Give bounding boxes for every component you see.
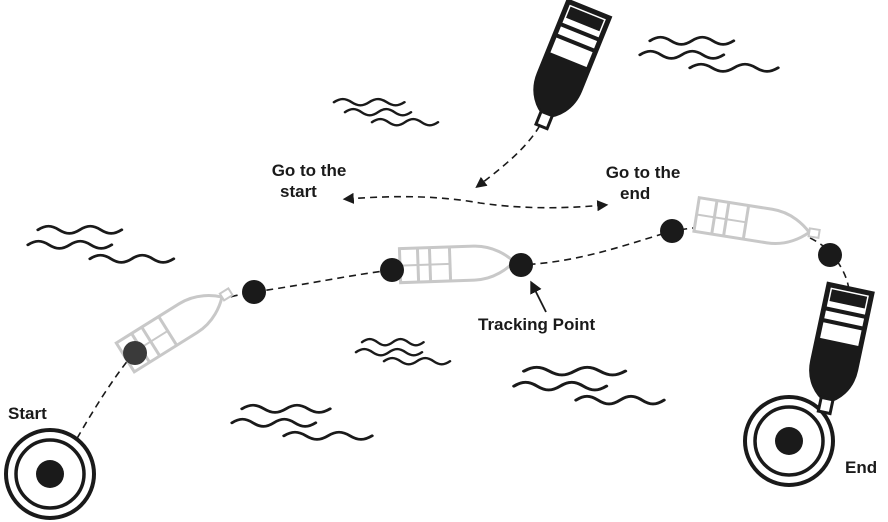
tracking-point-arrow <box>532 284 546 312</box>
boat-to-route-line <box>478 115 545 186</box>
tracking-point-dot <box>509 253 533 277</box>
ghost-boat-icon <box>399 244 524 282</box>
wave-icon-group-top-center <box>334 99 438 125</box>
wave-icon-group-left <box>28 226 174 262</box>
go-to-start-label: Go to the start <box>254 160 364 202</box>
wave-icon-group-top-right <box>640 37 778 71</box>
waypoint <box>123 341 147 365</box>
tracking-point-label: Tracking Point <box>478 314 595 335</box>
go-to-end-line-1: Go to the <box>588 162 698 183</box>
waypoint <box>380 258 404 282</box>
start-label: Start <box>8 403 47 424</box>
go-to-start-line-1: Go to the <box>254 160 364 181</box>
ghost-boat-icon <box>694 198 822 251</box>
go-to-end-line-2: end <box>588 183 698 204</box>
end-label: End <box>845 457 877 478</box>
waypoint <box>818 243 842 267</box>
waypoint <box>242 280 266 304</box>
wave-icon-group-lower-right <box>514 367 664 404</box>
boat-icon <box>521 1 609 134</box>
wave-icon-group-center <box>356 339 450 364</box>
go-to-start-line-2: start <box>254 181 364 202</box>
boat-icon <box>803 285 872 417</box>
go-to-arrow <box>346 197 605 208</box>
wave-icon-group-lower-left <box>232 405 372 439</box>
go-to-end-label: Go to the end <box>588 162 698 204</box>
start-target-icon <box>6 430 94 518</box>
waypoint <box>660 219 684 243</box>
